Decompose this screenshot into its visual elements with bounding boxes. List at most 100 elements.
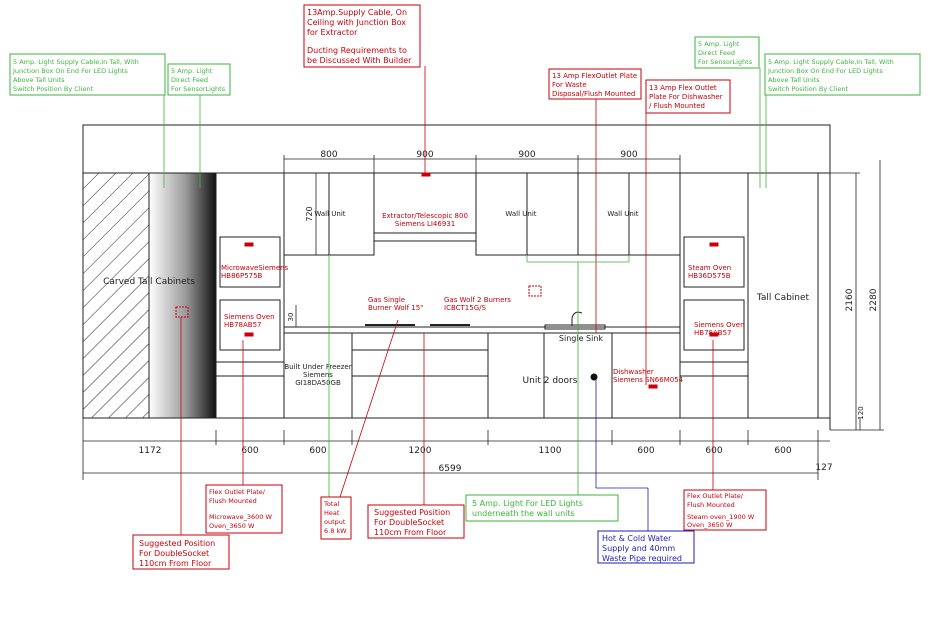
- led-under-line-1: 5 Amp. Light For LED Lights: [472, 499, 583, 508]
- worktop-and-base: [283, 311, 681, 418]
- light-left-line-2: Junction Box On End For LED Lights: [12, 67, 128, 75]
- socket-mid-line-3: 110cm From Floor: [374, 528, 447, 537]
- extractor-line-2: Siemens LI46931: [395, 220, 455, 228]
- note-feed-right: 5 Amp. Light Direct Feed For SensorLight…: [694, 36, 760, 69]
- steam-line-2: HB36D575B: [688, 272, 731, 280]
- microwave-line-1: MicrowaveSiemens: [221, 264, 289, 272]
- dim-bottom-7: 600: [705, 446, 722, 456]
- dim-height-120: 120: [857, 406, 865, 419]
- light-right-line-3: Above Tall Units: [768, 76, 820, 84]
- socket-left-line-1: Suggested Position: [139, 539, 215, 548]
- dim-total: 6599: [439, 464, 462, 474]
- light-right-line-4: Switch Position By Client: [768, 85, 849, 93]
- flex-dish-line-2: Plate For Dishwasher: [649, 93, 723, 101]
- dim-right-end: 127: [815, 463, 832, 473]
- note-total-heat: Total Heat output 6.8 kW: [320, 496, 352, 540]
- light-right-line-1: 5 Amp. Light Supply Cable,In Tall, With: [768, 58, 894, 66]
- light-left-line-1: 5 Amp. Light Supply Cable,In Tall, With: [13, 58, 139, 66]
- light-left-line-3: Above Tall Units: [13, 76, 65, 84]
- dim-bottom-3: 600: [309, 446, 326, 456]
- flex-waste-line-1: 13 Amp FlexOutlet Plate: [552, 72, 637, 80]
- flex-steam-line-5: Oven_3650 W: [687, 521, 733, 529]
- microwave-line-2: HB86P575B: [221, 272, 263, 280]
- dim-bottom-2: 600: [241, 446, 258, 456]
- feed-left-line-2: Direct Feed: [171, 76, 208, 84]
- wall-unit-label-1: Wall Unit: [314, 210, 345, 218]
- gas-wolf-line-1: Gas Wolf 2 Burners: [444, 296, 511, 304]
- oven-right-line-1: Siemens Oven: [694, 321, 745, 329]
- gas-single-line-1: Gas Single: [368, 296, 405, 304]
- green-leader-lines: [163, 68, 767, 500]
- total-heat-line-3: output: [324, 518, 346, 526]
- note-led-under: 5 Amp. Light For LED Lights underneath t…: [465, 494, 619, 522]
- dim-bottom-1: 1172: [139, 446, 162, 456]
- note-supply-cable: 13Amp.Supply Cable, On Ceiling with Junc…: [303, 4, 421, 68]
- flex-micro-line-2: Flush Mounted: [209, 497, 257, 505]
- note-water: Hot & Cold Water Supply and 40mm Waste P…: [597, 530, 695, 564]
- flex-dish-line-3: / Flush Mounted: [649, 102, 705, 110]
- light-right-line-2: Junction Box On End For LED Lights: [767, 67, 883, 75]
- feed-left-line-3: For SensorLights: [171, 85, 226, 93]
- water-line-2: Supply and 40mm: [602, 544, 675, 553]
- waste-pipe-marker: [590, 373, 598, 381]
- total-heat-line-4: 6.8 kW: [324, 527, 347, 535]
- flex-micro-line-4: Microwave_3600 W: [209, 513, 272, 521]
- flex-steam-line-2: Flush Mounted: [687, 501, 735, 509]
- water-line-1: Hot & Cold Water: [602, 534, 672, 543]
- flex-waste-line-2: For Waste: [552, 81, 587, 89]
- led-under-line-2: underneath the wall units: [472, 509, 575, 518]
- note-socket-middle: Suggested Position For DoubleSocket 110c…: [367, 504, 465, 539]
- oven-left-line-1: Siemens Oven: [224, 313, 275, 321]
- supply-cable-line-6: be Discussed With Builder: [307, 56, 412, 65]
- unit-2-doors-label: Unit 2 doors: [523, 376, 578, 386]
- dim-height-30: 30: [287, 313, 295, 322]
- note-flex-microwave: Flex Outlet Plate/ Flush Mounted Microwa…: [205, 484, 283, 534]
- single-sink-label: Single Sink: [559, 334, 604, 343]
- oven-left-line-2: HB78AB57: [224, 321, 261, 329]
- feed-right-line-1: 5 Amp. Light: [698, 40, 740, 48]
- outlet-markers: [175, 172, 719, 389]
- carved-tall-cabinets: [82, 172, 217, 419]
- tall-cabinet-label: Tall Cabinet: [756, 293, 810, 303]
- carved-tall-cabinets-label: Carved Tall Cabinets: [103, 277, 195, 287]
- extractor-line-1: Extractor/Telescopic 800: [382, 212, 468, 220]
- dim-height-2280: 2280: [869, 288, 879, 311]
- dim-height-720: 720: [305, 206, 314, 221]
- total-heat-line-2: Heat: [324, 509, 340, 517]
- freezer-line-3: GI18DA50GB: [295, 379, 341, 387]
- flex-micro-line-5: Oven_3650 W: [209, 522, 255, 530]
- dim-top-3: 900: [518, 150, 535, 160]
- note-feed-left: 5 Amp. Light Direct Feed For SensorLight…: [167, 63, 231, 96]
- flex-micro-line-1: Flex Outlet Plate/: [209, 488, 266, 496]
- socket-mid-line-1: Suggested Position: [374, 508, 450, 517]
- red-leader-lines: [180, 66, 714, 535]
- steam-line-1: Steam Oven: [688, 264, 731, 272]
- feed-right-line-3: For SensorLights: [698, 58, 753, 66]
- dim-top-1: 800: [320, 150, 337, 160]
- right-tall-housing: [679, 172, 819, 419]
- light-left-line-4: Switch Position By Client: [13, 85, 94, 93]
- flex-steam-line-4: Steam oven_1900 W: [687, 513, 755, 521]
- note-flex-steam: Flex Outlet Plate/ Flush Mounted Steam o…: [683, 489, 767, 531]
- freezer-line-1: Built Under Freezer: [284, 363, 351, 371]
- note-socket-left: Suggested Position For DoubleSocket 110c…: [132, 534, 230, 570]
- dishwasher-line-1: Dishwasher: [613, 368, 654, 376]
- flex-dish-line-1: 13 Amp Flex Outlet: [649, 84, 717, 92]
- wall-unit-label-3: Wall Unit: [607, 210, 638, 218]
- note-flex-dishwasher: 13 Amp Flex Outlet Plate For Dishwasher …: [645, 79, 731, 114]
- freezer-line-2: Siemens: [303, 371, 333, 379]
- dim-bottom-8: 600: [774, 446, 791, 456]
- socket-left-line-3: 110cm From Floor: [139, 559, 212, 568]
- note-light-left: 5 Amp. Light Supply Cable,In Tall, With …: [9, 53, 166, 96]
- supply-cable-line-3: for Extractor: [307, 28, 358, 37]
- socket-left-line-2: For DoubleSocket: [139, 549, 209, 558]
- dim-height-2160: 2160: [845, 288, 855, 311]
- dishwasher-line-2: Siemens SN66M054: [613, 376, 684, 384]
- note-light-right: 5 Amp. Light Supply Cable,In Tall, With …: [764, 53, 921, 96]
- dimension-lines: [82, 155, 884, 480]
- feed-right-line-2: Direct Feed: [698, 49, 735, 57]
- gas-single-line-2: Burner Wolf 15": [368, 304, 423, 312]
- total-heat-line-1: Total: [323, 500, 339, 508]
- left-tall-housing: [215, 172, 285, 419]
- dim-bottom-4: 1200: [409, 446, 432, 456]
